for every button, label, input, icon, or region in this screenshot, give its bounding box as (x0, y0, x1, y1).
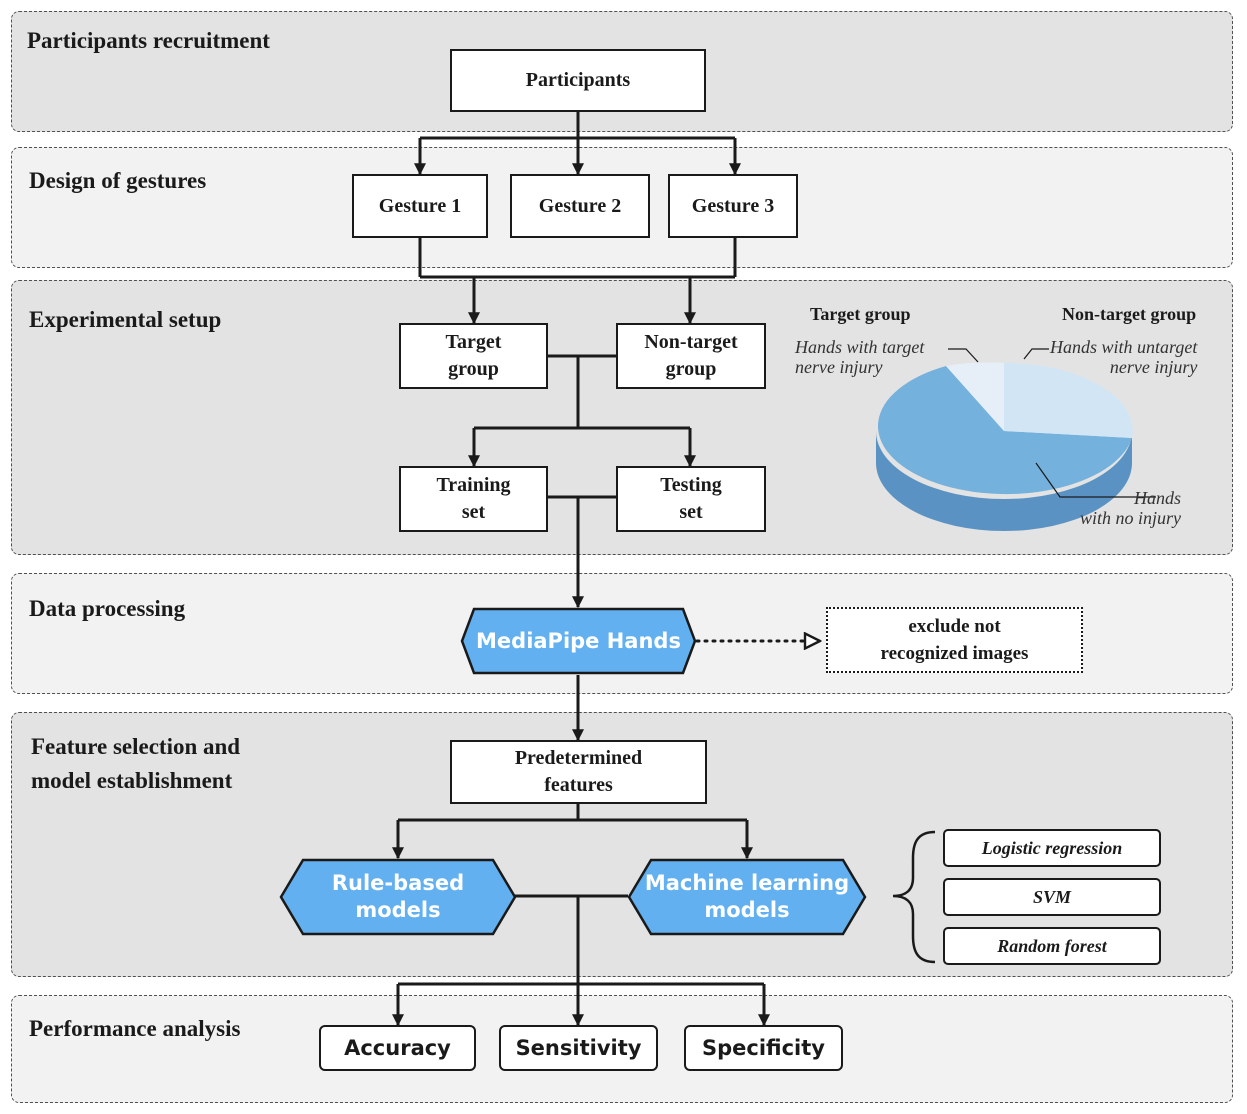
gesture-2-box: Gesture 2 (510, 174, 650, 238)
stage-title-setup: Experimental setup (29, 307, 222, 332)
random-forest-box: Random forest (943, 927, 1161, 965)
predetermined-features-box: Predetermined features (450, 740, 707, 804)
pie-slice-target-injury (946, 362, 1004, 431)
pie-slice-no-injury (877, 366, 1132, 495)
training-set-box: Training set (399, 466, 548, 532)
mediapipe-hex-shape (460, 607, 697, 675)
rule-based-hex-shape (279, 858, 517, 936)
stage-title-processing: Data processing (29, 596, 186, 621)
rule-based-models-node: Rule-based models (279, 858, 517, 936)
sensitivity-box: Sensitivity (499, 1025, 658, 1071)
machine-learning-label: Machine learning models (644, 871, 850, 922)
pie-label-untarget-injury: Hands with untarget nerve injury (1050, 337, 1198, 377)
exclude-box: exclude not recognized images (826, 607, 1083, 673)
pie-header-target-group: Target group (810, 304, 911, 324)
gesture-1-box: Gesture 1 (352, 174, 488, 238)
machine-learning-models-node: Machine learning models (627, 858, 867, 936)
non-target-group-box: Non-target group (616, 323, 766, 389)
pie-side-wall (876, 431, 1132, 531)
rule-based-label: Rule-based models (331, 871, 465, 922)
gesture-3-box: Gesture 3 (668, 174, 798, 238)
pie-slice-untarget-injury (1004, 362, 1133, 438)
machine-learning-hex-shape (627, 858, 867, 936)
pie-label-target-injury: Hands with target nerve injury (795, 337, 925, 377)
mediapipe-label: MediaPipe Hands (476, 628, 681, 653)
svm-box: SVM (943, 878, 1161, 916)
pie-label-no-injury: Hands with no injury (1080, 488, 1182, 528)
target-group-box: Target group (399, 323, 548, 389)
logistic-regression-box: Logistic regression (943, 829, 1161, 867)
testing-set-box: Testing set (616, 466, 766, 532)
pie-header-non-target-group: Non-target group (1062, 304, 1197, 324)
stage-title-gestures: Design of gestures (29, 168, 207, 193)
stage-title-features: Feature selection and model establishmen… (31, 734, 241, 793)
participants-box: Participants (450, 49, 706, 112)
stage-title-recruitment: Participants recruitment (27, 28, 270, 53)
stage-title-performance: Performance analysis (29, 1016, 241, 1041)
specificity-box: Specificity (684, 1025, 843, 1071)
group-composition-pie (876, 348, 1156, 531)
accuracy-box: Accuracy (319, 1025, 476, 1071)
mediapipe-hands-node: MediaPipe Hands (460, 607, 697, 675)
